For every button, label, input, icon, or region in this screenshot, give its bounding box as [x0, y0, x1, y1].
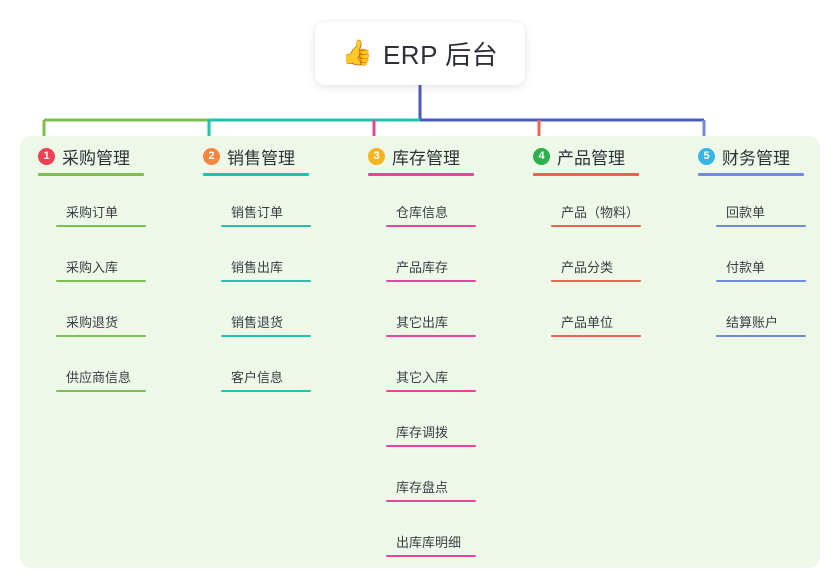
branch-item-label: 回款单: [726, 205, 766, 220]
branch-item-label: 库存盘点: [396, 480, 449, 495]
branch-item-label: 产品单位: [561, 315, 614, 330]
root-node[interactable]: 👍 ERP 后台: [315, 22, 525, 85]
branch-item-label: 产品分类: [561, 260, 614, 275]
branch-item-label: 出库库明细: [396, 535, 462, 550]
branch-item-label: 供应商信息: [66, 370, 132, 385]
branch-header-5[interactable]: 5 财务管理: [698, 144, 790, 169]
branch-item[interactable]: 结算账户: [716, 312, 808, 337]
branch-item-label: 采购订单: [66, 205, 119, 220]
branch-item[interactable]: 付款单: [716, 257, 808, 282]
branch-item[interactable]: 采购入库: [56, 257, 148, 282]
branch-item[interactable]: 产品单位: [551, 312, 643, 337]
branch-item-rule: [551, 335, 641, 337]
branch-item-label: 仓库信息: [396, 205, 449, 220]
branch-item-rule: [56, 390, 146, 392]
branch-item[interactable]: 其它入库: [386, 367, 478, 392]
branch-item-label: 库存调拨: [396, 425, 449, 440]
branch-item-rule: [221, 280, 311, 282]
branch-item-label: 销售出库: [231, 260, 284, 275]
branch-header-rule: [203, 173, 309, 176]
branch-item-rule: [716, 280, 806, 282]
branch-item-label: 结算账户: [726, 315, 779, 330]
branch-item[interactable]: 出库库明细: [386, 532, 478, 557]
branch-number-badge: 5: [698, 148, 715, 165]
branch-item[interactable]: 采购订单: [56, 202, 148, 227]
branch-item[interactable]: 采购退货: [56, 312, 148, 337]
branch-item-rule: [716, 335, 806, 337]
branch-item-rule: [221, 335, 311, 337]
branch-item-rule: [221, 225, 311, 227]
branch-item-rule: [716, 225, 806, 227]
branch-item[interactable]: 库存盘点: [386, 477, 478, 502]
branch-item-rule: [386, 335, 476, 337]
branch-item[interactable]: 销售退货: [221, 312, 313, 337]
branch-number-badge: 3: [368, 148, 385, 165]
branch-item[interactable]: 产品分类: [551, 257, 643, 282]
branch-item-rule: [386, 225, 476, 227]
branch-item[interactable]: 销售订单: [221, 202, 313, 227]
branch-item[interactable]: 产品库存: [386, 257, 478, 282]
branch-item[interactable]: 客户信息: [221, 367, 313, 392]
branch-item-label: 销售订单: [231, 205, 284, 220]
branch-item-label: 产品（物料）: [561, 205, 640, 220]
branch-item-label: 付款单: [726, 260, 766, 275]
branch-number-badge: 2: [203, 148, 220, 165]
branch-item[interactable]: 供应商信息: [56, 367, 148, 392]
branch-item-label: 产品库存: [396, 260, 449, 275]
branch-title: 销售管理: [227, 149, 295, 168]
branch-item[interactable]: 其它出库: [386, 312, 478, 337]
branch-header-rule: [368, 173, 474, 176]
branch-header-1[interactable]: 1 采购管理: [38, 144, 130, 169]
branch-item-rule: [386, 390, 476, 392]
branch-number-badge: 4: [533, 148, 550, 165]
branch-header-rule: [533, 173, 639, 176]
branch-header-3[interactable]: 3 库存管理: [368, 144, 460, 169]
branch-header-rule: [698, 173, 804, 176]
branch-item[interactable]: 销售出库: [221, 257, 313, 282]
branch-item-label: 销售退货: [231, 315, 284, 330]
branch-item[interactable]: 产品（物料）: [551, 202, 643, 227]
branch-title: 产品管理: [557, 149, 625, 168]
branch-title: 库存管理: [392, 149, 460, 168]
branch-item[interactable]: 回款单: [716, 202, 808, 227]
branch-item-rule: [386, 445, 476, 447]
branches-panel: 1 采购管理采购订单采购入库采购退货供应商信息 2 销售管理销售订单销售出库销售退货客…: [20, 136, 820, 568]
branch-item-rule: [221, 390, 311, 392]
branch-item-rule: [386, 555, 476, 557]
branch-item-rule: [551, 225, 641, 227]
branch-item-rule: [551, 280, 641, 282]
branch-header-rule: [38, 173, 144, 176]
branch-title: 采购管理: [62, 149, 130, 168]
branch-title: 财务管理: [722, 149, 790, 168]
branch-item-rule: [56, 335, 146, 337]
branch-item-label: 客户信息: [231, 370, 284, 385]
root-title: ERP 后台: [382, 40, 499, 70]
branch-item-rule: [56, 280, 146, 282]
branch-item[interactable]: 库存调拨: [386, 422, 478, 447]
thumbs-up-icon: 👍: [341, 39, 373, 67]
branch-item[interactable]: 仓库信息: [386, 202, 478, 227]
branch-item-rule: [386, 500, 476, 502]
branch-item-label: 其它入库: [396, 370, 449, 385]
branch-item-rule: [56, 225, 146, 227]
branch-item-rule: [386, 280, 476, 282]
branch-header-2[interactable]: 2 销售管理: [203, 144, 295, 169]
branch-header-4[interactable]: 4 产品管理: [533, 144, 625, 169]
branch-item-label: 采购退货: [66, 315, 119, 330]
branch-number-badge: 1: [38, 148, 55, 165]
branch-item-label: 采购入库: [66, 260, 119, 275]
branch-item-label: 其它出库: [396, 315, 449, 330]
